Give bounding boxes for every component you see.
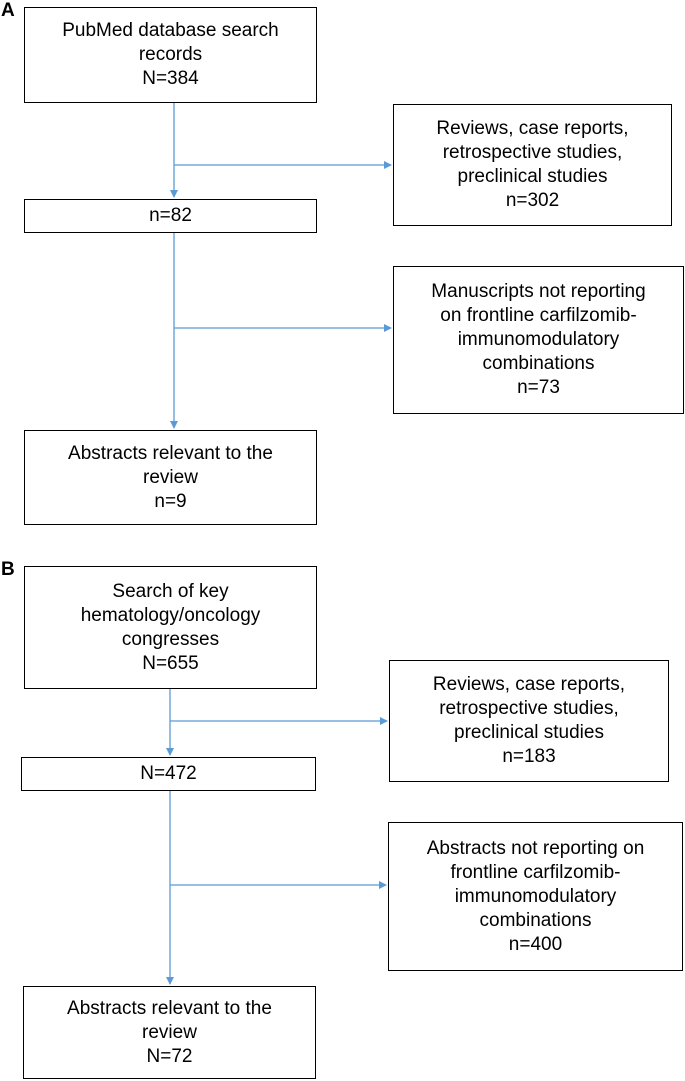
box-line: combinations [479, 909, 592, 931]
box-line: congresses [121, 628, 220, 650]
box-line: review [142, 1021, 197, 1043]
box-line: n=82 [149, 205, 192, 226]
panel-b-mid-box: N=472 [21, 757, 316, 791]
box-line: combinations [482, 353, 595, 374]
box-line: frontline carfilzomib- [450, 861, 621, 883]
panel-a-excluded-2-box: Manuscripts not reporting on frontline c… [393, 266, 684, 414]
box-line: n=400 [508, 933, 563, 955]
box-line: Abstracts relevant to the [68, 442, 273, 464]
box-line: review [143, 466, 198, 488]
box-line: on frontline carfilzomib- [440, 305, 637, 326]
panel-b-excluded-2-box: Abstracts not reporting on frontline car… [388, 822, 683, 971]
box-line: retrospective studies, [442, 142, 623, 163]
box-line: preclinical studies [457, 166, 608, 187]
box-line: retrospective studies, [439, 698, 619, 719]
box-line: Manuscripts not reporting [431, 281, 646, 302]
panel-a-mid-box: n=82 [24, 199, 317, 233]
box-line: PubMed database search [62, 20, 279, 41]
panel-b-label: B [1, 559, 15, 580]
box-line: Abstracts not reporting on [426, 837, 645, 859]
box-line: immunomodulatory [457, 329, 620, 350]
box-line: n=183 [502, 746, 556, 767]
box-line: Abstracts relevant to the [67, 997, 272, 1019]
panel-a-source-box: PubMed database search records N=384 [24, 7, 317, 103]
box-line: records [138, 44, 203, 65]
box-line: N=384 [142, 68, 199, 89]
panel-a-result-box: Abstracts relevant to the review n=9 [24, 430, 317, 525]
box-line: Search of key [112, 580, 229, 602]
box-line: hematology/oncology [80, 604, 261, 626]
panel-a-excluded-1-box: Reviews, case reports, retrospective stu… [393, 104, 672, 226]
box-line: n=302 [505, 190, 560, 211]
panel-b-result-box: Abstracts relevant to the review N=72 [23, 986, 316, 1079]
box-line: immunomodulatory [454, 885, 617, 907]
panel-b-excluded-1-box: Reviews, case reports, retrospective stu… [389, 660, 669, 782]
box-line: N=655 [142, 652, 199, 674]
box-line: Reviews, case reports, [432, 674, 626, 695]
box-line: Reviews, case reports, [436, 118, 629, 139]
panel-b-source-box: Search of key hematology/oncology congre… [24, 566, 317, 689]
panel-a-label: A [1, 0, 15, 21]
box-line: N=72 [146, 1045, 193, 1067]
box-line: preclinical studies [454, 722, 604, 743]
box-line: N=472 [140, 763, 197, 784]
box-line: n=73 [517, 377, 560, 398]
box-line: n=9 [154, 490, 187, 512]
